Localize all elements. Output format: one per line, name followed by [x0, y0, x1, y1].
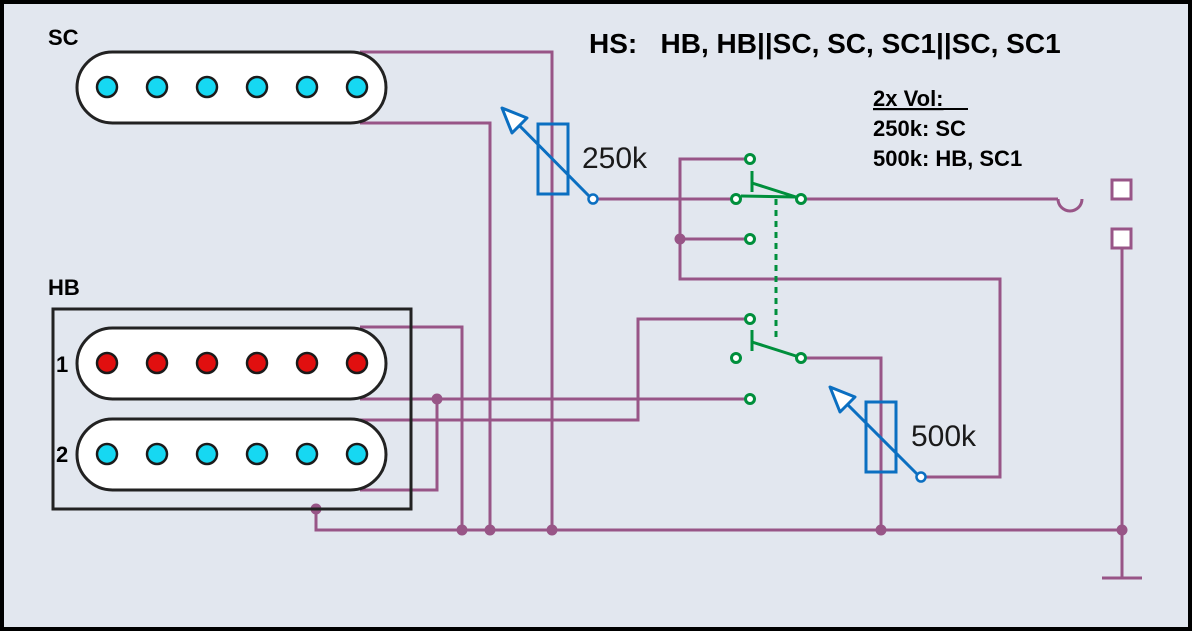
hb-coil1-pole-piece: [245, 351, 269, 375]
hb-coil2-bottom: [360, 399, 439, 492]
pot2-arrow-head: [828, 385, 857, 414]
output-jack: [1056, 178, 1133, 250]
junction-dot: [1116, 524, 1128, 536]
junction-dot: [484, 524, 496, 536]
sw2-contact-bottom: [744, 393, 756, 405]
switch-section-2: [730, 313, 807, 405]
hb-coil1-pole-piece: [195, 351, 219, 375]
hb-coil2-pole-piece: [95, 442, 119, 466]
hb-label: HB: [48, 275, 80, 300]
sw1-contact-bottom: [744, 233, 756, 245]
wires: [314, 50, 1142, 580]
pot1-arrow-head: [500, 106, 529, 135]
pot-500k: [828, 385, 927, 483]
hb-coil2-pole-piece: [295, 442, 319, 466]
junctions: [310, 233, 1128, 536]
notes-heading: 2x Vol:: [873, 86, 944, 111]
sw1-contact-top: [744, 153, 756, 165]
junction-dot: [456, 524, 468, 536]
sc-pole-piece: [295, 75, 319, 99]
sc-pickup: [75, 50, 388, 125]
sc-pole-pieces: [95, 75, 369, 99]
hb-coil2-pole-piece: [345, 442, 369, 466]
sc-top-lead: [360, 50, 554, 530]
switch-section-1: [730, 153, 807, 245]
hb-coil1-label: 1: [56, 352, 68, 377]
jack-terminal-tip: [1110, 178, 1133, 201]
junction-dot: [546, 524, 558, 536]
hb-coil-2: [75, 417, 388, 492]
jack-tip: [1056, 198, 1084, 213]
diagram-title: HS: HB, HB||SC, SC, SC1||SC, SC1: [589, 28, 1061, 59]
notes-line-2: 500k: HB, SC1: [873, 146, 1022, 171]
notes-line-1: 250k: SC: [873, 116, 966, 141]
hb-coil2-lead: [360, 317, 750, 422]
sw2-blade: [751, 340, 797, 358]
sc-pole-piece: [145, 75, 169, 99]
junction-dot: [674, 233, 686, 245]
hb-coil1-pole-piece: [145, 351, 169, 375]
sc-pole-piece: [95, 75, 119, 99]
hb-coil1-pole-piece: [345, 351, 369, 375]
sc-pole-piece: [195, 75, 219, 99]
pot-250k: [500, 106, 599, 205]
hb-coil2-pole-piece: [195, 442, 219, 466]
hb-coil-1: [75, 326, 388, 401]
hb-coil2-pole-piece: [245, 442, 269, 466]
sc-label: SC: [48, 25, 79, 50]
hb-coil2-pole-pieces: [95, 442, 369, 466]
pot1-body: [536, 122, 570, 196]
sw1-contact-left: [730, 193, 742, 205]
hb-coil1-pole-pieces: [95, 351, 369, 375]
sw1-blade: [751, 181, 797, 199]
hb-coil1-lead: [360, 325, 464, 530]
hb-coil2-label: 2: [56, 442, 68, 467]
sw2-common: [795, 352, 807, 364]
sw2-contact-left: [730, 352, 742, 364]
hb-coil1-pole-piece: [295, 351, 319, 375]
sc-pole-piece: [345, 75, 369, 99]
sw1-loop: [678, 157, 1002, 479]
pot2-value-label: 500k: [911, 420, 977, 453]
pot1-value-label: 250k: [582, 142, 648, 175]
pot2-body: [864, 400, 898, 474]
jack-terminal-sleeve: [1110, 227, 1133, 250]
hb-ground-lead: [314, 509, 1122, 532]
junction-dot: [431, 393, 443, 405]
hb-pickup-frame: [51, 307, 413, 511]
junction-dot: [875, 524, 887, 536]
sw1-common: [795, 193, 807, 205]
hb-coil2-pole-piece: [145, 442, 169, 466]
sw2-contact-top: [744, 313, 756, 325]
pot1-wiper-terminal: [587, 193, 599, 205]
pot2-wiper-terminal: [915, 471, 927, 483]
sc-pole-piece: [245, 75, 269, 99]
sc-bottom-lead: [360, 121, 492, 530]
hb-coil1-pole-piece: [95, 351, 119, 375]
sw1-lever: [740, 194, 797, 199]
